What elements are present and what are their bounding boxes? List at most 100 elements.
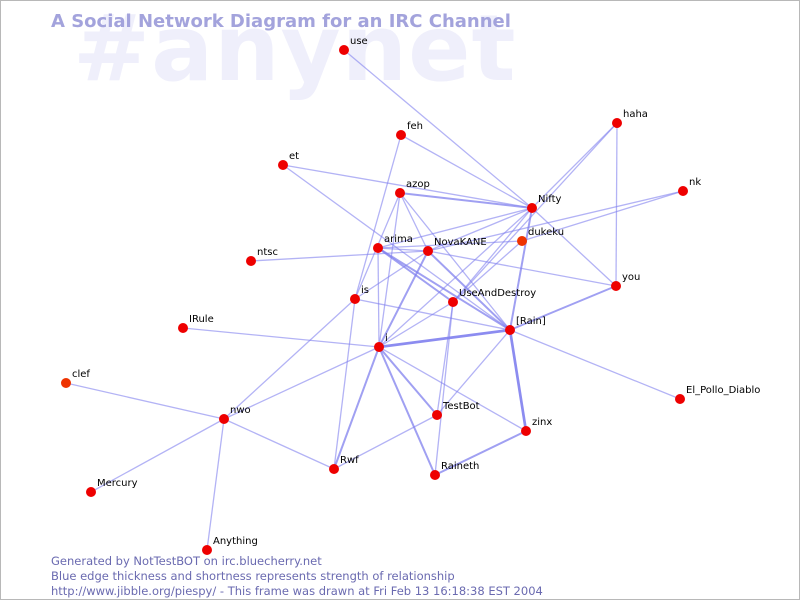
edge-i-rwf <box>333 346 380 470</box>
node-dot-feh <box>396 130 406 140</box>
node-label-novakane: NovaKANE <box>434 237 487 248</box>
edge-nwo-rwf <box>223 418 335 470</box>
edge-nifty-useanddestroy <box>452 207 533 303</box>
footer-info: Generated by NotTestBOT on irc.bluecherr… <box>51 554 543 599</box>
node-dot-use <box>339 45 349 55</box>
edge-useanddestroy-testbot <box>436 301 454 416</box>
edge-dukeku-arima <box>377 240 523 249</box>
node-dot-anything <box>202 545 212 555</box>
node-nifty: Nifty <box>527 194 562 213</box>
node-label-rwf: Rwf <box>340 455 359 466</box>
node-haha: haha <box>612 109 648 128</box>
node-label-arima: arima <box>384 234 413 245</box>
footer-url-timestamp: http://www.jibble.org/piespy/ - This fra… <box>51 584 543 598</box>
node-label-raineth: Raineth <box>441 461 479 472</box>
edge-azop-novakane <box>399 192 429 252</box>
edge-nifty-arima <box>377 207 533 249</box>
node-dot-useanddestroy <box>448 297 458 307</box>
edge-rwf-testbot <box>333 414 438 470</box>
node-useanddestroy: UseAndDestroy <box>448 288 536 307</box>
node-label-nk: nk <box>689 177 701 188</box>
node-label-nifty: Nifty <box>538 194 562 205</box>
node-label-testbot: TestBot <box>442 401 480 412</box>
node-testbot: TestBot <box>432 401 480 420</box>
node-dot-el-pollo-diablo <box>675 394 685 404</box>
node-label-el-pollo-diablo: El_Pollo_Diablo <box>686 385 760 396</box>
node-dot-novakane <box>423 246 433 256</box>
edge-dukeku-useanddestroy <box>452 240 523 303</box>
edge-azop-nifty <box>399 192 533 209</box>
node-dot-nifty <box>527 203 537 213</box>
node-dot-ntsc <box>246 256 256 266</box>
edge-is-rwf <box>333 298 356 470</box>
edge-nifty-novakane <box>427 207 533 252</box>
diagram-title: A Social Network Diagram for an IRC Chan… <box>51 11 511 32</box>
node-nwo: nwo <box>219 405 251 424</box>
node-et: et <box>278 151 299 170</box>
edge-i-testbot <box>378 346 438 416</box>
node-dot-i <box>374 342 384 352</box>
node-is: is <box>350 285 369 304</box>
node-dot-you <box>611 281 621 291</box>
edge-useanddestroy-raineth <box>434 301 454 476</box>
node-dot-nwo <box>219 414 229 424</box>
node-label-you: you <box>622 272 640 283</box>
node-dot-mercury <box>86 487 96 497</box>
edges-layer <box>65 49 684 551</box>
edge-is-novakane <box>354 250 429 300</box>
node-arima: arima <box>373 234 413 253</box>
node-label-i: i <box>385 333 388 344</box>
node-i: i <box>374 333 388 352</box>
node-label-irule: IRule <box>189 314 214 325</box>
node-dot-rwf <box>329 464 339 474</box>
node-label-clef: clef <box>72 369 90 380</box>
node-label-mercury: Mercury <box>97 478 138 489</box>
edge-azop-i <box>378 192 401 348</box>
node-label-irain: [Rain] <box>516 316 546 327</box>
edge-irain-i <box>378 328 511 349</box>
node-dot-irule <box>178 323 188 333</box>
edge-irain-zinx <box>508 329 528 432</box>
edge-novakane-irain <box>427 250 511 331</box>
node-dot-irain <box>505 325 515 335</box>
edge-nifty-irain <box>509 207 533 331</box>
node-irule: IRule <box>178 314 214 333</box>
edge-irain-you <box>509 285 617 331</box>
edge-i-nwo <box>223 346 380 420</box>
node-dot-clef <box>61 378 71 388</box>
node-mercury: Mercury <box>86 478 138 497</box>
node-feh: feh <box>396 121 423 140</box>
edge-azop-irain <box>399 192 511 331</box>
edge-feh-nifty <box>400 134 533 209</box>
node-label-nwo: nwo <box>230 405 251 416</box>
edge-nifty-you <box>531 207 617 287</box>
node-dot-et <box>278 160 288 170</box>
node-irain: [Rain] <box>505 316 546 335</box>
node-rwf: Rwf <box>329 455 359 474</box>
node-dot-zinx <box>521 426 531 436</box>
edge-nwo-clef <box>65 382 225 420</box>
edge-haha-nifty <box>531 122 618 209</box>
node-clef: clef <box>61 369 90 388</box>
node-label-useanddestroy: UseAndDestroy <box>459 288 536 299</box>
edge-novakane-ntsc <box>250 250 429 262</box>
node-label-anything: Anything <box>213 536 258 547</box>
edge-irain-testbot <box>436 329 511 416</box>
node-dot-nk <box>678 186 688 196</box>
edge-arima-irain <box>377 247 511 331</box>
edge-irule-i <box>182 327 380 348</box>
node-dot-haha <box>612 118 622 128</box>
node-label-haha: haha <box>623 109 648 120</box>
node-dot-azop <box>395 188 405 198</box>
edge-novakane-i <box>378 250 429 348</box>
node-novakane: NovaKANE <box>423 237 487 256</box>
edge-et-nifty <box>282 164 533 209</box>
node-dot-dukeku <box>517 236 527 246</box>
node-dot-arima <box>373 243 383 253</box>
node-raineth: Raineth <box>430 461 479 480</box>
footer-generated-by: Generated by NotTestBOT on irc.bluecherr… <box>51 554 322 568</box>
node-you: you <box>611 272 640 291</box>
edge-arima-i <box>377 247 380 348</box>
